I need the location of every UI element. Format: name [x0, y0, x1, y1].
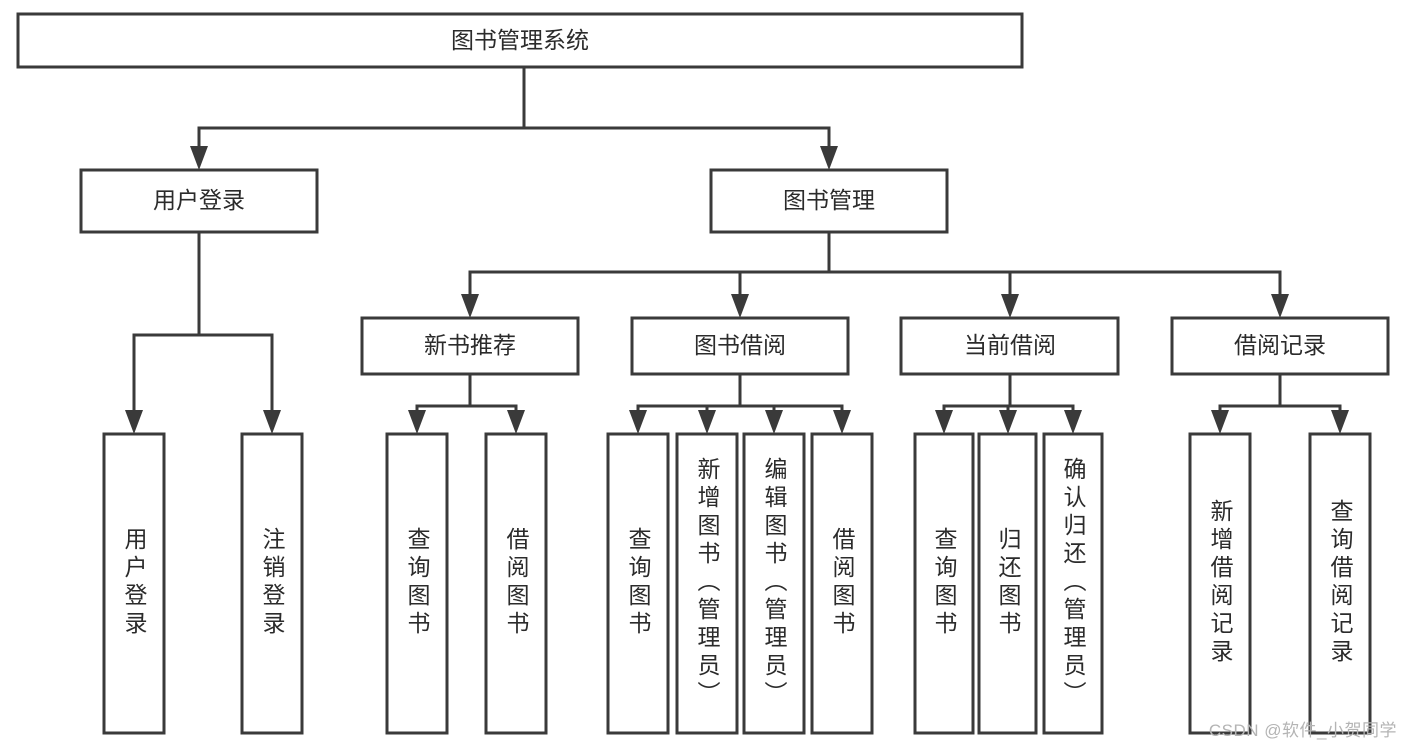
node-borrow-record-box [1170, 316, 1390, 376]
node-current-borrow[interactable]: 当前借阅 [899, 316, 1120, 376]
leaf-node[interactable]: 注销登录 [240, 432, 304, 735]
arrow-current-leaf2 [999, 410, 1017, 434]
node-borrow-record-label: 借阅记录 [1234, 332, 1326, 358]
leaf-node[interactable]: 新增借阅记录 [1188, 432, 1252, 735]
node-book-borrow-box [630, 316, 850, 376]
arrow-borrow-leaf4 [833, 410, 851, 434]
node-book-borrow[interactable]: 图书借阅 [630, 316, 850, 376]
leaf-borrow-book-label: 借阅图书 [829, 527, 856, 639]
leaf-logout-label: 注销登录 [259, 527, 286, 639]
leaf-add-book-box [675, 432, 739, 735]
leaf-query-book-borrow-label: 查询图书 [625, 527, 652, 639]
arrow-record-leaf2 [1331, 410, 1349, 434]
node-root[interactable]: 图书管理系统 [16, 12, 1024, 69]
arrow-root-to-user-login [190, 146, 208, 170]
leaf-query-record-label: 查询借阅记录 [1327, 499, 1354, 667]
node-new-book-recommend-box [360, 316, 580, 376]
node-user-login[interactable]: 用户登录 [79, 168, 319, 234]
leaf-query-book-current-label: 查询图书 [931, 527, 958, 639]
leaf-query-book-current-box [913, 432, 975, 735]
node-current-borrow-box [899, 316, 1120, 376]
arrow-bm-to-rec [461, 294, 479, 318]
arrow-borrow-leaf1 [629, 410, 647, 434]
arrow-current-leaf1 [935, 410, 953, 434]
arrow-borrow-leaf3 [765, 410, 783, 434]
node-new-book-recommend-label: 新书推荐 [424, 332, 516, 358]
leaf-add-record-box [1188, 432, 1252, 735]
leaf-confirm-return-label: 确认归还（管理员） [1060, 457, 1087, 709]
leaf-node[interactable]: 借阅图书 [484, 432, 548, 735]
leaf-node[interactable]: 查询图书 [913, 432, 975, 735]
leaf-query-book-rec-label: 查询图书 [404, 527, 431, 639]
arrow-bm-to-current [1001, 294, 1019, 318]
arrow-record-leaf1 [1211, 410, 1229, 434]
edge-layer [125, 65, 1349, 434]
leaf-user-login-box [102, 432, 166, 735]
leaf-query-book-borrow-box [606, 432, 670, 735]
leaf-return-book-label: 归还图书 [995, 527, 1022, 639]
node-new-book-recommend[interactable]: 新书推荐 [360, 316, 580, 376]
leaf-node[interactable]: 确认归还（管理员） [1042, 432, 1104, 735]
leaf-node[interactable]: 查询图书 [385, 432, 449, 735]
node-book-manage-label: 图书管理 [783, 187, 875, 213]
leaf-borrow-book-rec-box [484, 432, 548, 735]
arrow-ul-leaf1 [125, 410, 143, 434]
node-user-login-box [79, 168, 319, 234]
leaf-add-book-label: 新增图书（管理员） [694, 457, 721, 709]
leaf-confirm-return-box [1042, 432, 1104, 735]
leaf-return-book-box [977, 432, 1038, 735]
node-book-manage-box [709, 168, 949, 234]
leaf-node[interactable]: 归还图书 [977, 432, 1038, 735]
node-book-borrow-label: 图书借阅 [694, 332, 786, 358]
arrow-borrow-leaf2 [698, 410, 716, 434]
csdn-watermark: CSDN @软件_小贺同学 [1208, 721, 1397, 740]
leaf-borrow-book-rec-label: 借阅图书 [503, 527, 530, 639]
leaf-node[interactable]: 借阅图书 [810, 432, 874, 735]
leaf-node[interactable]: 用户登录 [102, 432, 166, 735]
arrow-rec-leaf1 [408, 410, 426, 434]
leaf-add-record-label: 新增借阅记录 [1207, 499, 1234, 667]
node-borrow-record[interactable]: 借阅记录 [1170, 316, 1390, 376]
leaf-edit-book-box [742, 432, 806, 735]
leaf-query-record-box [1308, 432, 1372, 735]
node-current-borrow-label: 当前借阅 [964, 332, 1056, 358]
arrow-bm-to-borrow [731, 294, 749, 318]
node-root-box [16, 12, 1024, 69]
leaf-node[interactable]: 编辑图书（管理员） [742, 432, 806, 735]
leaf-query-book-rec-box [385, 432, 449, 735]
leaf-borrow-book-box [810, 432, 874, 735]
node-user-login-label: 用户登录 [153, 187, 245, 213]
leaf-node[interactable]: 查询图书 [606, 432, 670, 735]
leaf-edit-book-label: 编辑图书（管理员） [761, 457, 788, 709]
node-root-label: 图书管理系统 [451, 27, 589, 53]
arrow-rec-leaf2 [507, 410, 525, 434]
arrow-current-leaf3 [1064, 410, 1082, 434]
leaf-node[interactable]: 新增图书（管理员） [675, 432, 739, 735]
leaf-logout-box [240, 432, 304, 735]
arrow-bm-to-record [1271, 294, 1289, 318]
arrow-root-to-book-manage [820, 146, 838, 170]
leaf-node[interactable]: 查询借阅记录 [1308, 432, 1372, 735]
node-book-manage[interactable]: 图书管理 [709, 168, 949, 234]
arrow-ul-leaf2 [263, 410, 281, 434]
leaf-user-login-label: 用户登录 [121, 527, 148, 639]
